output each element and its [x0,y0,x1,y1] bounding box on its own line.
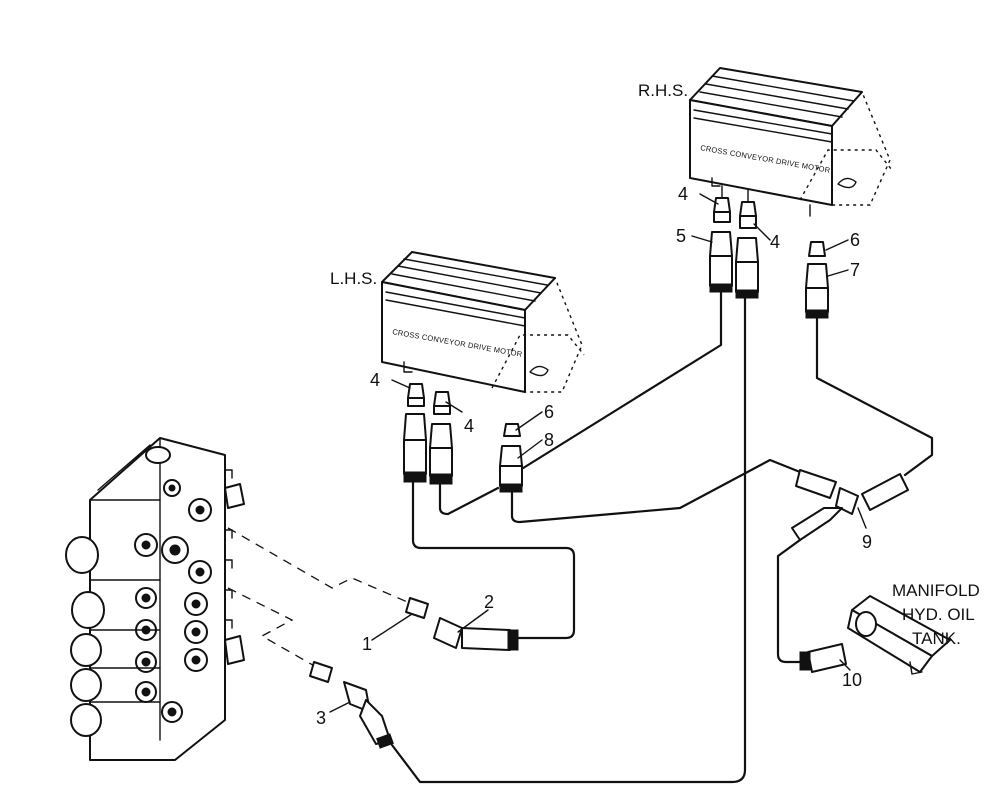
lhs-label: L.H.S. [330,269,377,288]
lhs-fittings [403,383,523,493]
tank-label-line2: HYD. OIL [902,605,975,624]
callout-9: 9 [862,532,872,552]
callout-6-lhs: 6 [544,402,554,422]
callout-10: 10 [842,670,862,690]
hydraulic-tank-manifold [799,595,951,675]
callout-4-rhs-right: 4 [770,232,780,252]
t-piece-fitting [791,469,909,541]
callout-6-rhs: 6 [850,230,860,250]
tank-label-line1: MANIFOLD [892,581,980,600]
dashed-link-lower [227,587,319,669]
rhs-fittings [709,185,829,319]
rhs-drive-motor: CROSS CONVEYOR DRIVE MOTOR [689,67,893,217]
valve-fittings [309,597,519,749]
callout-7: 7 [850,260,860,280]
callout-2: 2 [484,592,494,612]
callout-3: 3 [316,708,326,728]
control-valve-bank [65,437,245,761]
tank-label-line3: TANK. [912,629,961,648]
rhs-label: R.H.S. [638,81,688,100]
callout-4-rhs-left: 4 [678,184,688,204]
leader-lines [329,193,867,713]
lhs-drive-motor: CROSS CONVEYOR DRIVE MOTOR [381,251,585,393]
callout-5: 5 [676,226,686,246]
callout-1: 1 [362,634,372,654]
callout-8: 8 [544,430,554,450]
dashed-link-upper [227,527,413,605]
hoses [390,288,934,784]
callout-4-lhs-right: 4 [464,416,474,436]
callout-4-lhs-left: 4 [370,370,380,390]
